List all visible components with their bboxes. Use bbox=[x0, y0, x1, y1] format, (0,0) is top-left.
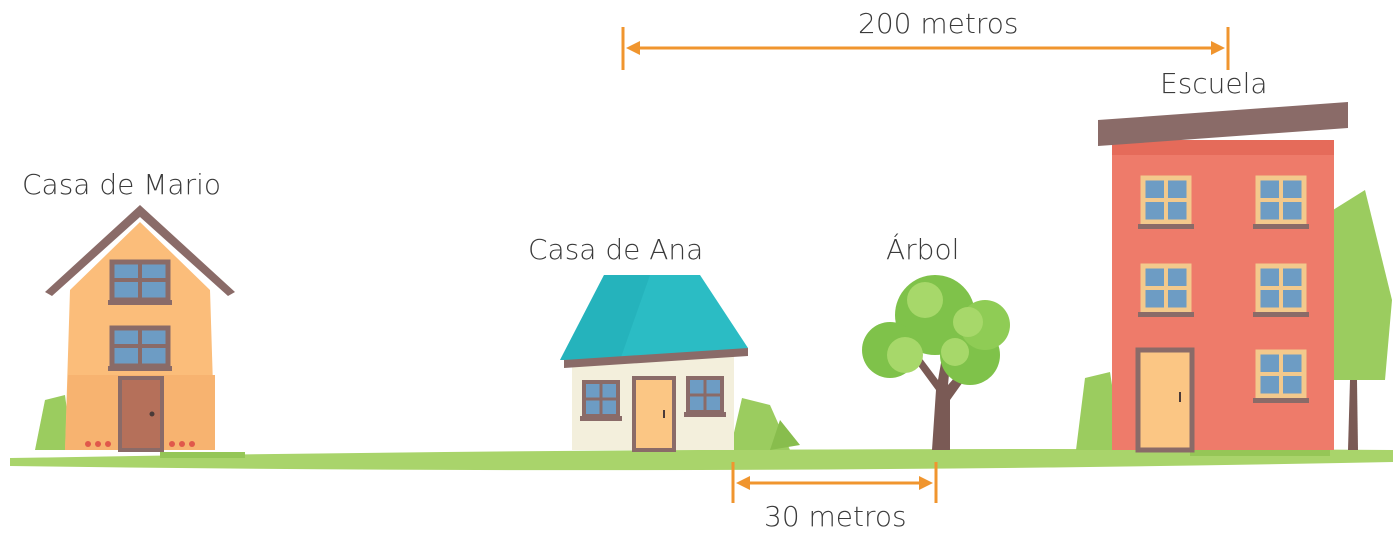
measure-30-arrowhead-right bbox=[919, 476, 933, 490]
school-illustration bbox=[1076, 102, 1392, 453]
label-ana-house: Casa de Ana bbox=[528, 233, 704, 266]
label-measure-30: 30 metros bbox=[764, 500, 907, 533]
label-tree: Árbol bbox=[886, 233, 960, 266]
measure-200-arrowhead-right bbox=[1211, 41, 1225, 55]
measure-200 bbox=[621, 27, 1230, 70]
label-mario-house: Casa de Mario bbox=[22, 168, 221, 201]
measure-30-arrowhead-left bbox=[736, 476, 750, 490]
ground bbox=[10, 449, 1393, 471]
ana-house-illustration bbox=[560, 275, 800, 452]
label-school: Escuela bbox=[1160, 67, 1268, 100]
measure-30 bbox=[731, 462, 938, 503]
measure-200-arrowhead-left bbox=[626, 41, 640, 55]
label-measure-200: 200 metros bbox=[858, 7, 1019, 40]
mario-house-illustration bbox=[35, 205, 235, 452]
tree-illustration bbox=[862, 275, 1010, 450]
